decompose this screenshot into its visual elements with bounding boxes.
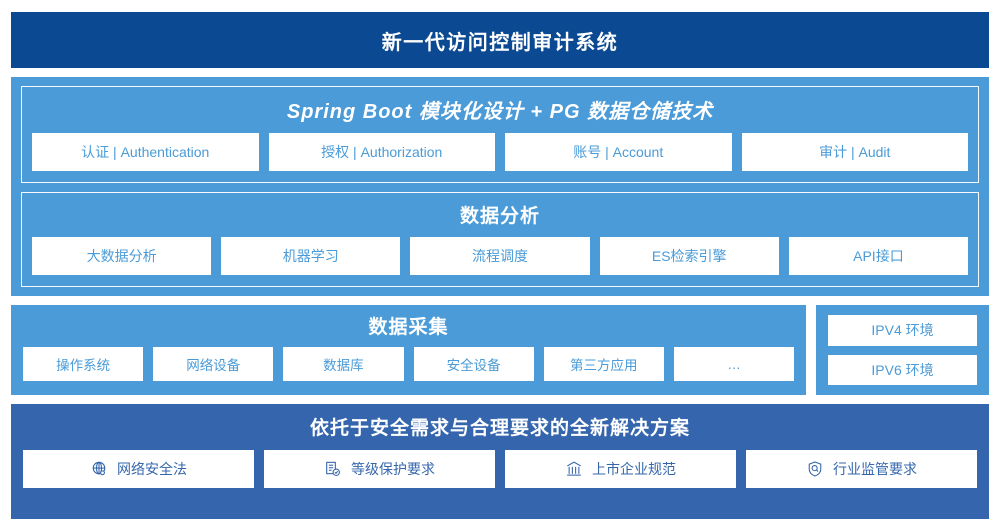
spring-boot-panel: Spring Boot 模块化设计 + PG 数据仓储技术 认证 | Authe… [21,86,979,183]
card-audit[interactable]: 审计 | Audit [741,133,968,171]
solution-card-row: 网络安全法 等级保护要求 [23,450,977,506]
document-check-icon [324,460,342,478]
data-collection-heading: 数据采集 [368,317,449,338]
card-authorization[interactable]: 授权 | Authorization [268,133,495,171]
card-process-scheduling[interactable]: 流程调度 [410,237,590,275]
card-ipv6-environment[interactable]: IPV6 环境 [828,354,977,385]
card-operating-system[interactable]: 操作系统 [23,347,144,381]
spring-boot-card-row: 认证 | Authentication 授权 | Authorization 账… [32,133,968,171]
card-listed-enterprise-standard[interactable]: 上市企业规范 [505,450,736,488]
card-label: 等级保护要求 [351,461,435,477]
card-big-data-analysis[interactable]: 大数据分析 [32,237,212,275]
card-more-ellipsis[interactable]: … [673,347,795,381]
card-label: 上市企业规范 [592,461,676,477]
collection-row: 数据采集 操作系统 网络设备 数据库 安全设备 第三方应用 … IPV4 环境 … [11,305,989,395]
card-es-search-engine[interactable]: ES检索引擎 [599,237,779,275]
data-analysis-panel: 数据分析 大数据分析 机器学习 流程调度 ES检索引擎 API接口 [21,192,979,287]
ip-environment-panel: IPV4 环境 IPV6 环境 [816,305,989,395]
card-classified-protection[interactable]: 等级保护要求 [264,450,495,488]
solution-heading: 依托于安全需求与合理要求的全新解决方案 [309,418,690,439]
card-account[interactable]: 账号 | Account [505,133,732,171]
shield-search-icon [806,460,824,478]
card-cybersecurity-law[interactable]: 网络安全法 [23,450,254,488]
data-analysis-card-row: 大数据分析 机器学习 流程调度 ES检索引擎 API接口 [32,237,969,275]
card-network-device[interactable]: 网络设备 [153,347,274,381]
card-authentication[interactable]: 认证 | Authentication [32,133,259,171]
page-title: 新一代访问控制审计系统 [381,31,619,54]
page-title-bar: 新一代访问控制审计系统 [11,12,989,68]
card-third-party-app[interactable]: 第三方应用 [543,347,664,381]
card-industry-regulation[interactable]: 行业监管要求 [746,450,977,488]
card-api-interface[interactable]: API接口 [788,237,969,275]
data-collection-panel: 数据采集 操作系统 网络设备 数据库 安全设备 第三方应用 … [11,305,806,395]
card-machine-learning[interactable]: 机器学习 [221,237,401,275]
architecture-section: Spring Boot 模块化设计 + PG 数据仓储技术 认证 | Authe… [11,77,989,296]
globe-network-icon [90,460,108,478]
bank-building-icon [565,460,583,478]
card-security-device[interactable]: 安全设备 [413,347,534,381]
spring-boot-heading: Spring Boot 模块化设计 + PG 数据仓储技术 [286,101,714,123]
data-collection-card-row: 操作系统 网络设备 数据库 安全设备 第三方应用 … [23,347,795,381]
card-label: 行业监管要求 [833,461,917,477]
card-ipv4-environment[interactable]: IPV4 环境 [828,315,977,346]
card-label: 网络安全法 [117,461,187,477]
card-database[interactable]: 数据库 [283,347,404,381]
data-analysis-heading: 数据分析 [459,206,540,227]
solution-section: 依托于安全需求与合理要求的全新解决方案 网络安全法 [11,404,989,519]
